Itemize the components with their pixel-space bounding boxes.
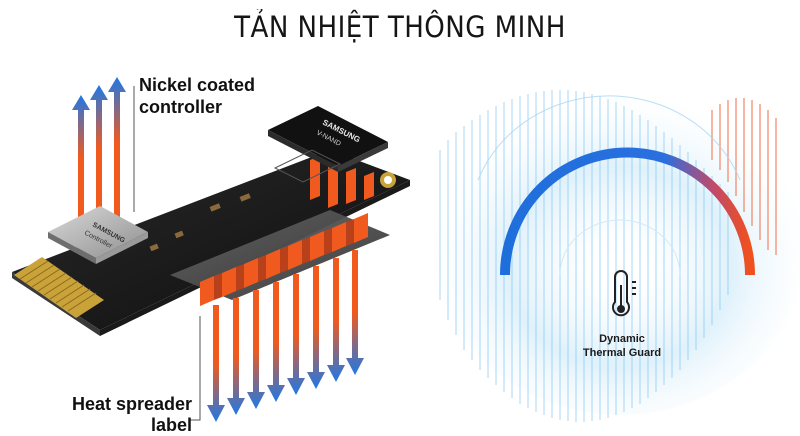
nand-chip: SAMSUNG V-NAND bbox=[268, 106, 388, 208]
heat-spreader-callout-line-2: label bbox=[151, 415, 193, 435]
thermal-guard-label: Dynamic Thermal Guard bbox=[562, 332, 682, 360]
thermal-guard-visual bbox=[435, 85, 800, 422]
controller-chip: SAMSUNG Controller bbox=[48, 206, 148, 264]
heat-spreader bbox=[170, 210, 390, 306]
gold-connector bbox=[14, 257, 104, 318]
heat-spreader-callout: Heat spreader label bbox=[72, 394, 192, 436]
controller-callout-line-1: Nickel coated bbox=[139, 75, 256, 95]
thermometer-icon bbox=[612, 270, 636, 317]
upward-heat-arrows bbox=[72, 77, 126, 235]
downward-heat-arrows bbox=[207, 250, 364, 422]
heat-spreader-callout-line-1: Heat spreader bbox=[72, 394, 193, 414]
thermal-guard-label-line-1: Dynamic bbox=[599, 333, 645, 345]
controller-callout-line-2: controller bbox=[139, 97, 223, 117]
controller-callout: Nickel coated controller bbox=[139, 74, 255, 118]
heat-spreader-callout-line bbox=[190, 316, 201, 421]
thermal-guard-label-line-2: Thermal Guard bbox=[582, 347, 662, 359]
page-title: TẢN NHIỆT THÔNG MINH bbox=[234, 10, 566, 44]
